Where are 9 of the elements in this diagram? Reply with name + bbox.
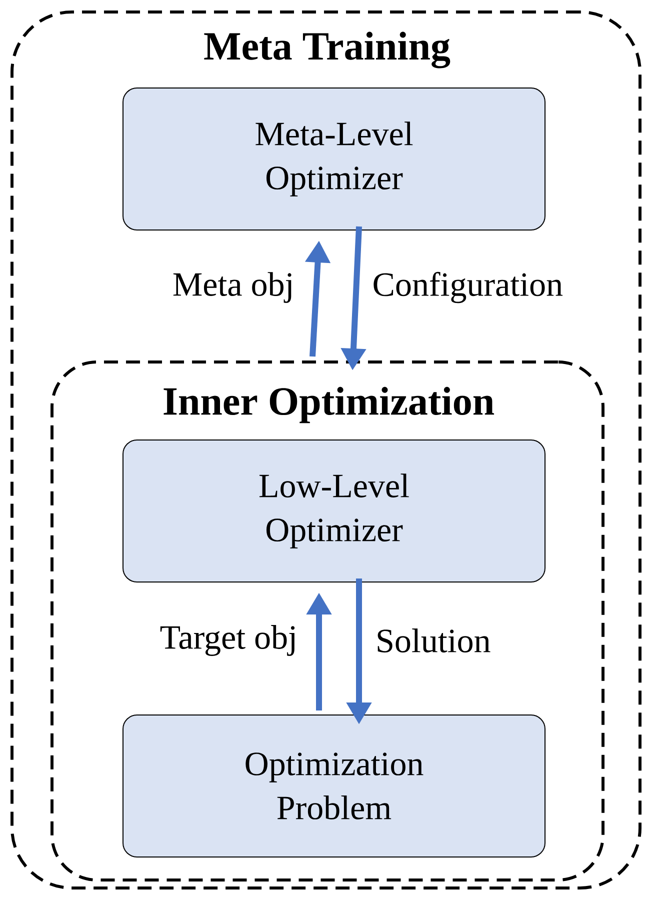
edge-label: Solution <box>378 628 490 652</box>
process-box: Meta-Level Optimizer <box>122 88 546 230</box>
process-box: Low-Level Optimizer <box>122 440 546 582</box>
edge-label: Configuration <box>374 272 563 304</box>
edge-label: Meta obj <box>173 272 292 303</box>
frame-heading: Meta Training <box>200 28 454 72</box>
edge-label: Target obj <box>160 625 295 656</box>
process-box: Optimization Problem <box>122 714 546 858</box>
frame-heading: Inner Optimization <box>159 384 498 426</box>
